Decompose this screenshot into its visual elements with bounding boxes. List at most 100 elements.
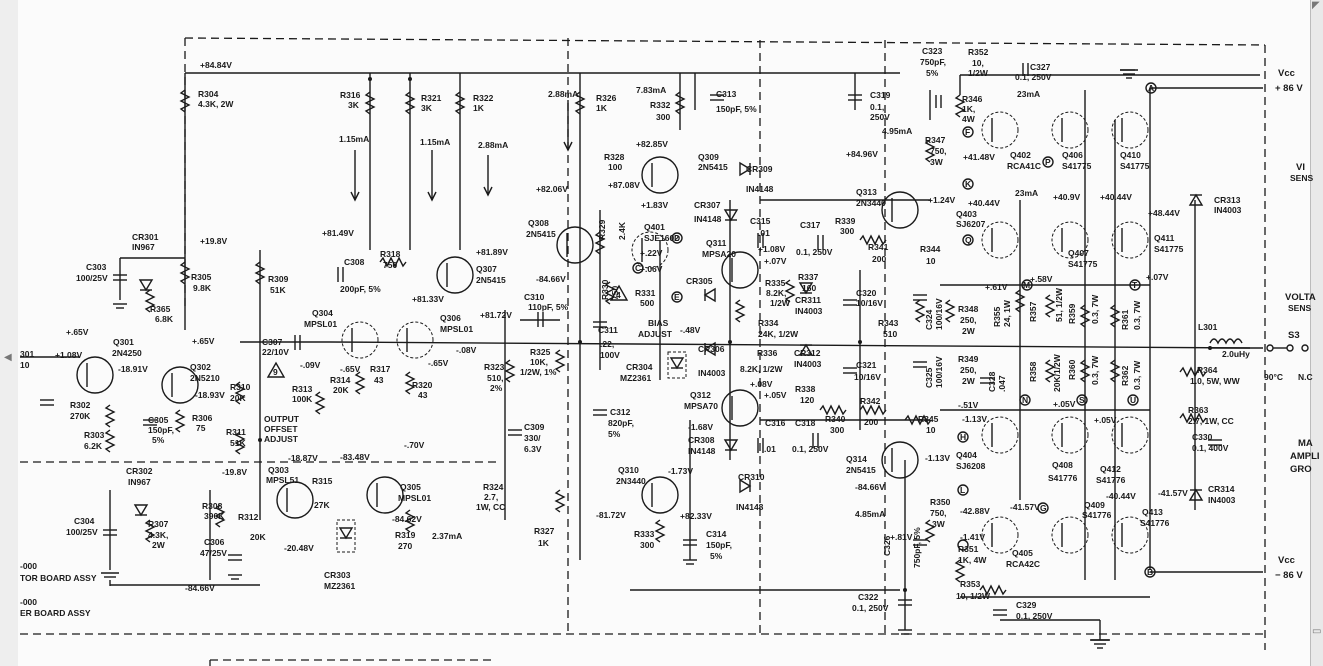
- label: S41776: [1096, 475, 1126, 485]
- label: 9.8K: [193, 283, 212, 293]
- label: 2W: [152, 540, 166, 550]
- label: -1.13V: [962, 414, 987, 424]
- label: 10: [926, 256, 936, 266]
- label: IN967: [132, 242, 155, 252]
- label: 20K: [333, 385, 349, 395]
- right-scrollbar[interactable]: ◤ ▭: [1310, 0, 1323, 666]
- label: − 86 V: [1275, 570, 1303, 581]
- node-label: D: [674, 233, 680, 243]
- node-label: K: [965, 179, 972, 189]
- node-label: M: [1023, 280, 1030, 290]
- label: C329: [1016, 600, 1037, 610]
- node-label: B: [1147, 567, 1153, 577]
- label: R348: [958, 304, 979, 314]
- label: Q406: [1062, 150, 1083, 160]
- label: S41775: [1068, 259, 1098, 269]
- label: R336: [757, 348, 778, 358]
- label: 43: [418, 390, 428, 400]
- label: -000: [20, 561, 37, 571]
- scroll-left-icon[interactable]: ◀: [4, 352, 12, 363]
- label: Q401: [644, 222, 665, 232]
- label: MPSA20: [702, 249, 736, 259]
- label: -41.57V: [1158, 488, 1188, 498]
- label: S41775: [1062, 161, 1092, 171]
- label: R361: [1120, 309, 1130, 330]
- label: R346: [962, 94, 983, 104]
- label: R322: [473, 93, 494, 103]
- label: R355: [992, 306, 1002, 327]
- label: 23mA: [1015, 188, 1038, 198]
- label: 2W: [962, 376, 976, 386]
- label: -1.13V: [925, 453, 950, 463]
- label: -83.48V: [340, 452, 370, 462]
- label: C305: [148, 415, 169, 425]
- board-outlines: [20, 37, 1266, 666]
- label: Vcc: [1278, 555, 1295, 566]
- label: C325: [924, 367, 934, 388]
- label: .01: [764, 444, 776, 454]
- label: 160: [802, 283, 816, 293]
- label: CR311: [795, 295, 821, 305]
- node-label: P: [1045, 157, 1051, 167]
- label: R313: [292, 384, 313, 394]
- label: R319: [395, 530, 416, 540]
- label: C306: [204, 537, 225, 547]
- label: 24, 1W: [1002, 299, 1012, 327]
- label: CR306: [698, 344, 725, 354]
- label: R318: [380, 249, 401, 259]
- label: 2N5415: [846, 465, 876, 475]
- label: C308: [344, 257, 365, 267]
- label: + 86 V: [1275, 83, 1303, 94]
- label: 500: [640, 298, 654, 308]
- label: IN4148: [694, 214, 722, 224]
- label: -000: [20, 597, 37, 607]
- label: R362: [1120, 365, 1130, 386]
- label: 250,: [960, 365, 977, 375]
- label: 1W, CC: [476, 502, 505, 512]
- label: 1K: [473, 103, 485, 113]
- label: R358: [1028, 361, 1038, 382]
- label: ADJUST: [638, 329, 673, 339]
- label: 43: [374, 375, 384, 385]
- label: 120: [800, 395, 814, 405]
- label: R316: [340, 90, 361, 100]
- label: 150pF,: [148, 425, 174, 435]
- label: 100V: [600, 350, 620, 360]
- label: C324: [924, 309, 934, 330]
- label: -40.44V: [1106, 491, 1136, 501]
- label: S3: [1288, 330, 1300, 341]
- label: +41.48V: [963, 152, 995, 162]
- label: 51K: [270, 285, 286, 295]
- label: Q306: [440, 313, 461, 323]
- label: 0.1,: [870, 102, 884, 112]
- label: Q309: [698, 152, 719, 162]
- label: 2N3440: [616, 476, 646, 486]
- note-marker: 4: [616, 290, 621, 300]
- label: -41.57V: [1010, 502, 1040, 512]
- label: C312: [610, 407, 631, 417]
- label: R340: [825, 414, 846, 424]
- output-network: [1209, 338, 1309, 352]
- label: 51K: [230, 438, 246, 448]
- label: R310: [230, 382, 251, 392]
- label: -18.91V: [118, 364, 148, 374]
- label: RCA41C: [1007, 161, 1041, 171]
- node-label: G: [1040, 503, 1047, 513]
- label: 2.37mA: [432, 531, 462, 541]
- label: 2N5415: [698, 162, 728, 172]
- label: 10,: [972, 58, 984, 68]
- label: Q307: [476, 264, 497, 274]
- label: 0.3, 7W: [1132, 360, 1142, 390]
- label: +81.72V: [480, 310, 512, 320]
- label: IN4148: [736, 502, 764, 512]
- label: 51, 1/2W: [1054, 287, 1064, 322]
- label: C323: [922, 46, 943, 56]
- label: R303: [84, 430, 105, 440]
- label: 22/10V: [262, 347, 289, 357]
- label: 100: [608, 162, 622, 172]
- label: -19.8V: [222, 467, 247, 477]
- label: VI: [1296, 162, 1305, 173]
- label: 8.2K, 1/2W: [740, 364, 783, 374]
- label: S41775: [1154, 244, 1184, 254]
